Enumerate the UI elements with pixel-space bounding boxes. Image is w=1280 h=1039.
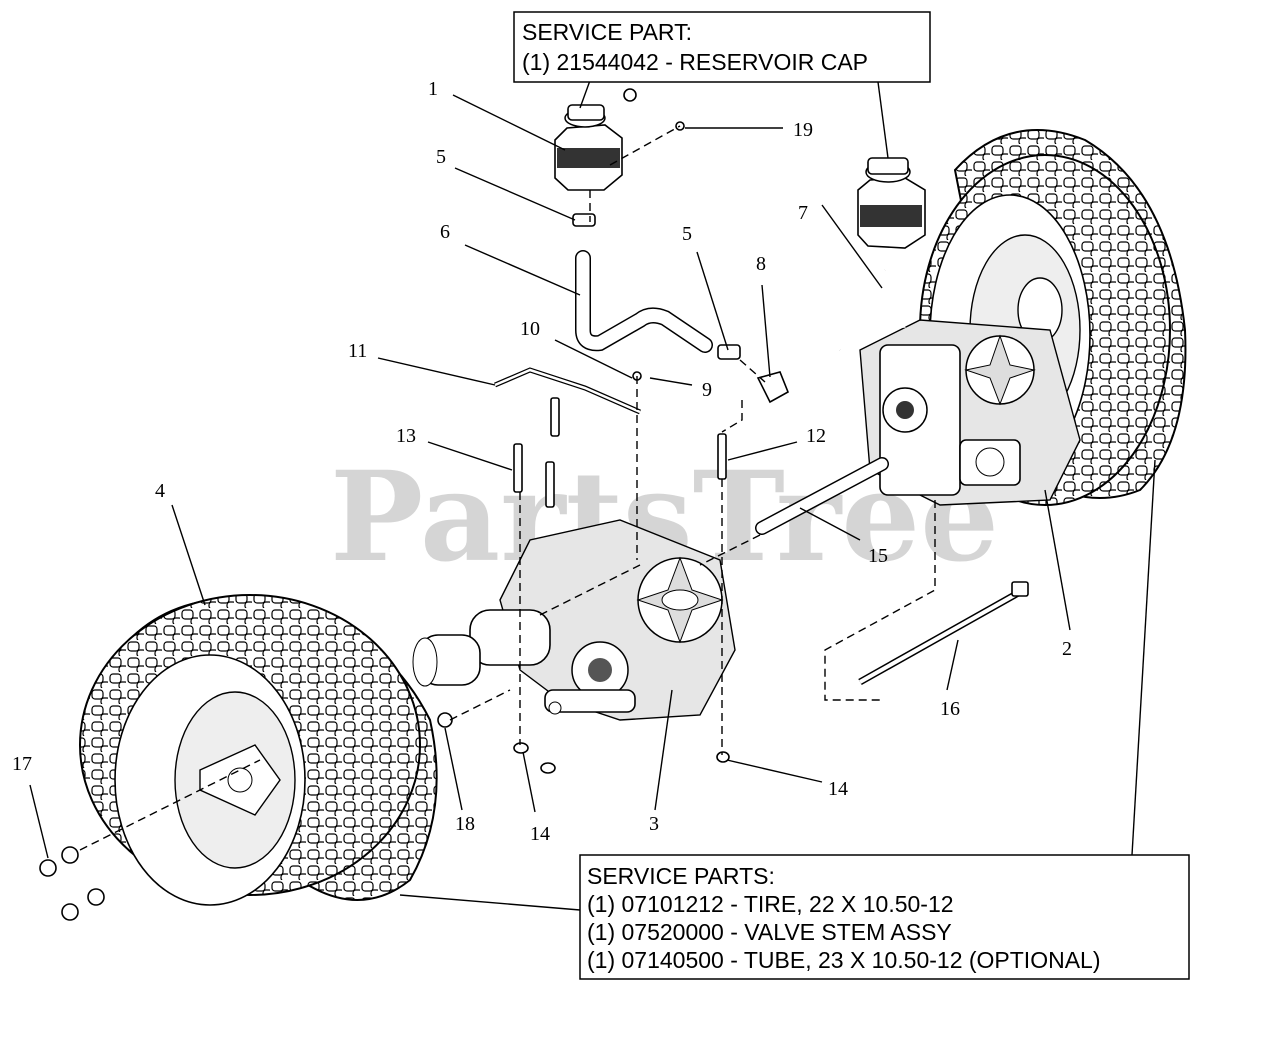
service-box-bottom-line1: SERVICE PARTS: xyxy=(587,863,775,889)
callout-14-left: 14 xyxy=(530,823,550,845)
callout-11: 11 xyxy=(348,340,367,362)
callout-8: 8 xyxy=(756,253,766,275)
callout-17: 17 xyxy=(12,753,32,775)
callout-14-right: 14 xyxy=(828,778,848,800)
service-box-bottom-line3: (1) 07520000 - VALVE STEM ASSY xyxy=(587,919,952,945)
service-box-top-line2: (1) 21544042 - RESERVOIR CAP xyxy=(522,49,868,75)
service-box-bottom-line4: (1) 07140500 - TUBE, 23 X 10.50-12 (OPTI… xyxy=(587,947,1101,973)
service-box-top-line1: SERVICE PART: xyxy=(522,19,692,45)
callout-19: 19 xyxy=(793,119,813,141)
service-box-bottom-line2: (1) 07101212 - TIRE, 22 X 10.50-12 xyxy=(587,891,954,917)
callout-15: 15 xyxy=(868,545,888,567)
callout-3: 3 xyxy=(649,813,659,835)
callout-6: 6 xyxy=(440,221,450,243)
callout-5-lower: 5 xyxy=(682,223,692,245)
callout-12: 12 xyxy=(806,425,826,447)
callout-13: 13 xyxy=(396,425,416,447)
callout-1: 1 xyxy=(428,78,438,100)
callout-2: 2 xyxy=(1062,638,1072,660)
callout-10: 10 xyxy=(520,318,540,340)
left-reservoir xyxy=(554,104,623,191)
callout-16: 16 xyxy=(940,698,960,720)
callouts: 1 2 3 4 5 5 6 7 8 9 10 11 12 13 14 14 15… xyxy=(12,78,1072,845)
callout-9: 9 xyxy=(702,379,712,401)
callout-4: 4 xyxy=(155,480,165,502)
elbow-fitting xyxy=(756,371,790,404)
service-box-reservoir-cap: SERVICE PART: (1) 21544042 - RESERVOIR C… xyxy=(513,11,931,83)
right-reservoir xyxy=(857,157,926,249)
hardware-nuts xyxy=(39,88,730,921)
bolts xyxy=(513,397,1029,686)
axle-tube xyxy=(755,457,889,535)
callout-5-upper: 5 xyxy=(436,146,446,168)
clamp-upper xyxy=(572,213,596,227)
leader-lines xyxy=(29,74,1156,911)
hose xyxy=(575,250,713,353)
left-tire xyxy=(79,594,438,906)
service-box-tire: SERVICE PARTS: (1) 07101212 - TIRE, 22 X… xyxy=(579,854,1190,980)
right-transaxle xyxy=(836,269,1081,506)
callout-7: 7 xyxy=(798,202,808,224)
callout-18: 18 xyxy=(455,813,475,835)
left-transaxle xyxy=(412,519,736,721)
assembly-lines xyxy=(79,125,936,851)
clamp-lower xyxy=(717,344,741,360)
